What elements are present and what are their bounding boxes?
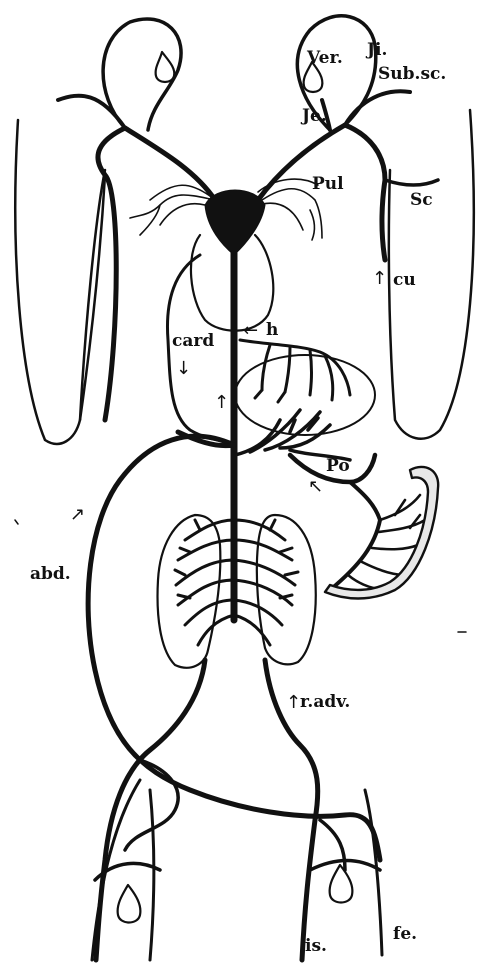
label-sub-sc: Sub.sc. — [378, 66, 446, 83]
mesenteric-branches — [348, 495, 425, 590]
right-leg-outer — [365, 790, 382, 955]
arrow-up-icon: ↑ — [286, 694, 301, 712]
right-outer-trunk — [345, 125, 385, 260]
label-fe: fe. — [393, 926, 417, 943]
arrow-up-icon: ↑ — [214, 394, 229, 412]
left-inner-arm-line — [80, 175, 105, 420]
pulmonary-left — [130, 185, 215, 235]
label-po: Po — [326, 458, 350, 475]
right-subscapular — [345, 91, 410, 125]
label-je: Je. — [302, 108, 327, 125]
arrow-down-icon: ↓ — [176, 360, 191, 378]
arrow-left-icon: ← — [243, 322, 258, 340]
label-pul: Pul — [312, 176, 344, 193]
left-foot-drop — [118, 885, 141, 923]
stray-mark-2 — [15, 520, 18, 524]
label-sc: Sc — [410, 192, 433, 209]
label-is: is. — [305, 938, 327, 955]
left-anterior-to-sinus — [125, 128, 215, 200]
arrow-upright-icon: ↗ — [70, 506, 85, 524]
right-kidney — [257, 515, 316, 664]
left-head-drop — [156, 52, 175, 82]
left-arm-outline — [15, 120, 105, 444]
label-abd: abd. — [30, 566, 71, 583]
label-ji: Ji. — [367, 42, 387, 59]
portal-to-mesentery — [330, 482, 380, 590]
left-leg-inner — [150, 790, 154, 960]
right-sc-branch — [385, 180, 438, 185]
arrow-upleft-icon: ↖ — [308, 478, 323, 496]
label-h: h — [266, 322, 278, 339]
right-foot-drop — [330, 865, 353, 903]
label-card: card — [172, 333, 214, 350]
label-r-adv: r.adv. — [300, 694, 350, 711]
arrow-up-icon: ↑ — [372, 270, 387, 288]
label-ver: Ver. — [307, 50, 343, 67]
left-anterior-trunk — [98, 128, 125, 420]
label-cu: cu — [393, 272, 416, 289]
